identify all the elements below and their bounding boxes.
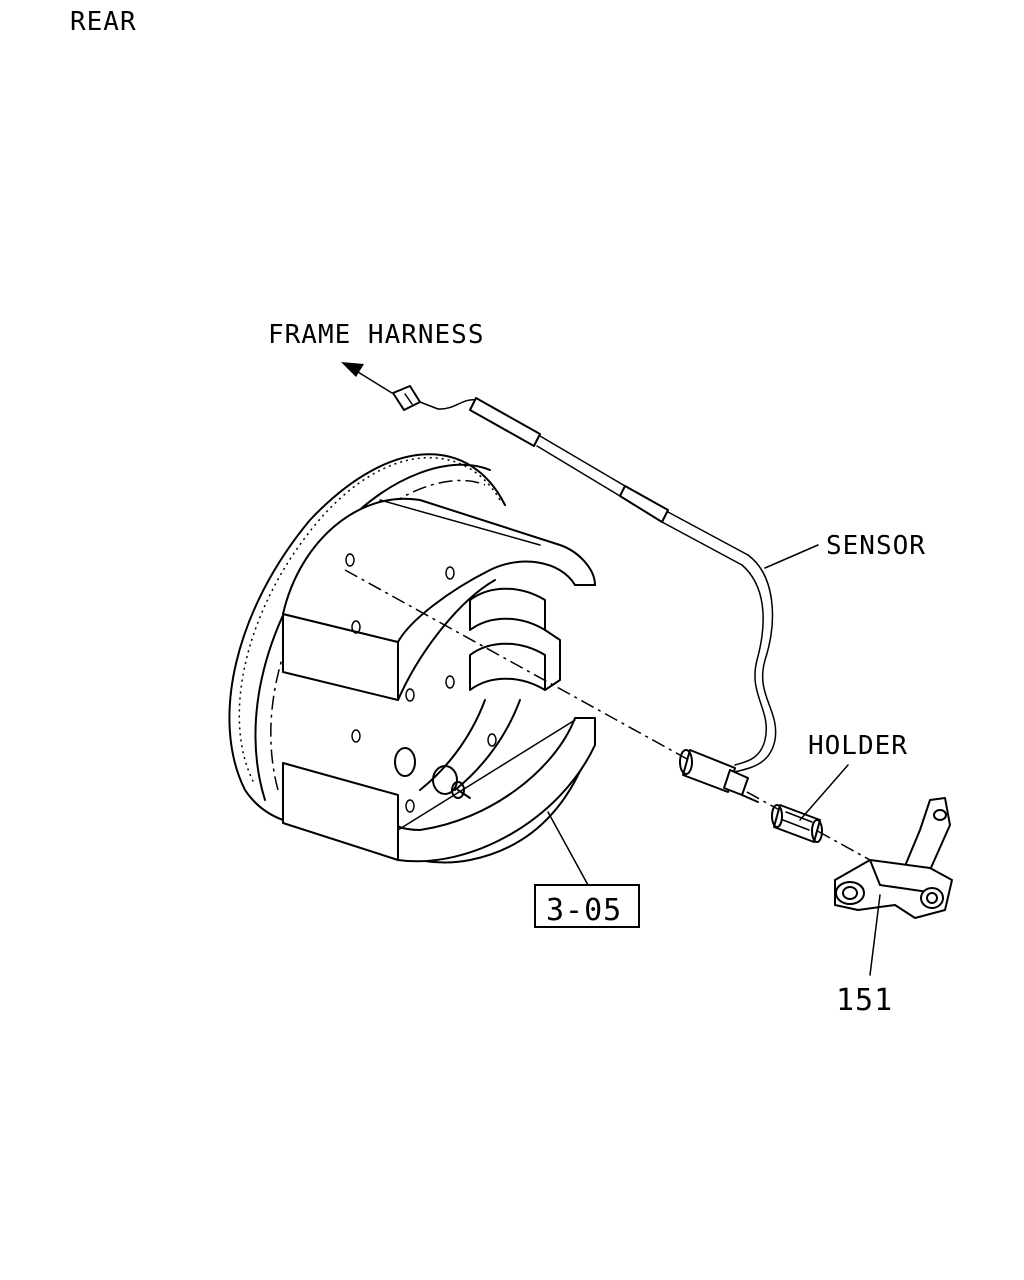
sensor-label: SENSOR [826,531,926,561]
sensor-leader [764,544,819,569]
part-151-leader [869,894,881,976]
ref-box [534,884,640,928]
mounting-bracket [834,797,953,919]
ref-box-label: 3-05 [546,893,622,928]
ref-leader [547,811,589,886]
holder-leader [799,764,849,821]
sensor-holder [771,804,823,843]
holder-label: HOLDER [808,731,908,761]
part-number-label: 151 [836,983,893,1018]
harness-connector [392,385,439,411]
frame-harness-arrow [341,362,393,394]
wheel-speed-sensor [392,385,777,803]
frame-harness-label: FRAME HARNESS [268,320,485,350]
view-label: REAR [70,7,137,37]
brake-drum [228,453,596,864]
